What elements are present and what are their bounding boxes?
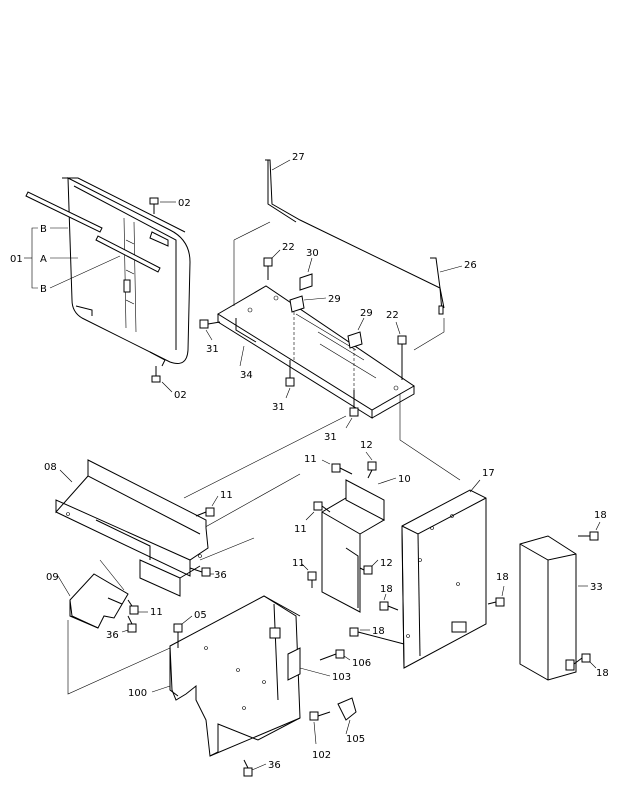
part-10-panel: 10 [321,474,411,613]
bolt-36-a: 36 [189,567,227,581]
callout-02-upper: 02 [178,198,191,209]
callout-A: A [40,254,47,265]
callout-36-c: 36 [268,760,281,771]
part-34-plate: 34 [217,285,415,419]
bolt-11-a: 11 [195,490,233,517]
part-08-cover: 08 [44,459,209,597]
callout-08: 08 [44,462,57,473]
callout-11-b: 11 [304,454,317,465]
part-103-bracket: 103 [287,647,351,683]
callout-09: 09 [46,572,59,583]
callout-02-lower: 02 [174,390,187,401]
callout-33: 33 [590,582,603,593]
bolt-11-e: 11 [127,599,163,618]
bolt-18-a: 18 [578,510,607,541]
callout-12-a: 12 [360,440,373,451]
bolt-31-right: 31 [324,390,359,443]
part-29-clip-right: 29 [347,308,373,392]
callout-105: 105 [346,734,365,745]
part-33-cover-box: 33 [519,535,603,681]
callout-18-b: 18 [380,584,393,595]
callout-31-middle: 31 [272,402,285,413]
callout-26: 26 [464,260,477,271]
callout-01: 01 [10,254,23,265]
bolt-11-c: 11 [294,501,331,535]
callout-18-c: 18 [496,572,509,583]
callout-31-right: 31 [324,432,337,443]
part-105-clamp: 105 [337,697,365,745]
callout-12-b: 12 [380,558,393,569]
bolt-102: 102 [309,711,331,761]
part-17-box: 17 [401,468,495,669]
part-09-bracket: 09 [46,572,129,629]
bolt-11-b: 11 [304,454,353,475]
callout-103: 103 [332,672,351,683]
callout-29-right: 29 [360,308,373,319]
bolt-31-left: 31 [199,319,221,355]
bolt-31-middle: 31 [272,360,295,413]
callout-11-a: 11 [220,490,233,501]
bolt-106: 106 [319,649,371,669]
callout-11-c: 11 [294,524,307,535]
bolt-18-d: 18 [349,626,405,645]
callout-100: 100 [128,688,147,699]
callout-17: 17 [482,468,495,479]
callout-36-a: 36 [214,570,227,581]
bolt-11-d: 11 [292,558,317,588]
label-01-group: 01 B A B [10,224,121,295]
callout-106: 106 [352,658,371,669]
bolt-05: 05 [173,610,207,648]
part-26-rod: 26 [430,257,477,315]
part-30-bracket: 30 [299,248,319,291]
callout-10: 10 [398,474,411,485]
callout-102: 102 [312,750,331,761]
bolt-18-c: 18 [487,572,509,607]
part-strips [25,191,161,273]
callout-B-lower: B [40,284,47,295]
bolt-02-lower: 02 [151,366,187,401]
callout-27: 27 [292,152,305,163]
callout-18-d: 18 [372,626,385,637]
bolt-12-b: 12 [355,558,393,575]
bolt-18-e: 18 [573,653,609,679]
callout-18-a: 18 [594,510,607,521]
bolt-02-upper: 02 [149,197,191,214]
callout-22-right: 22 [386,310,399,321]
bolt-18-b: 18 [379,584,399,611]
callout-05: 05 [194,610,207,621]
bolt-36-c: 36 [243,759,281,777]
callout-29-left: 29 [328,294,341,305]
part-27-rod: 27 [265,152,445,309]
part-29-clip-left: 29 [289,294,341,362]
callout-30: 30 [306,248,319,259]
callout-31-left: 31 [206,344,219,355]
callout-36-b: 36 [106,630,119,641]
guide-lines [67,221,461,695]
bolt-36-b: 36 [106,615,137,641]
part-01-frame [62,177,191,367]
bolt-22-right: 22 [386,310,407,380]
bolt-12-a: 12 [360,440,377,479]
bolt-22-left: 22 [263,242,295,280]
callout-11-d: 11 [292,558,305,569]
part-100-frame: 100 [128,595,301,757]
callout-22-left: 22 [282,242,295,253]
callout-18-e: 18 [596,668,609,679]
callout-B-upper: B [40,224,47,235]
callout-11-e: 11 [150,607,163,618]
callout-34: 34 [240,370,253,381]
